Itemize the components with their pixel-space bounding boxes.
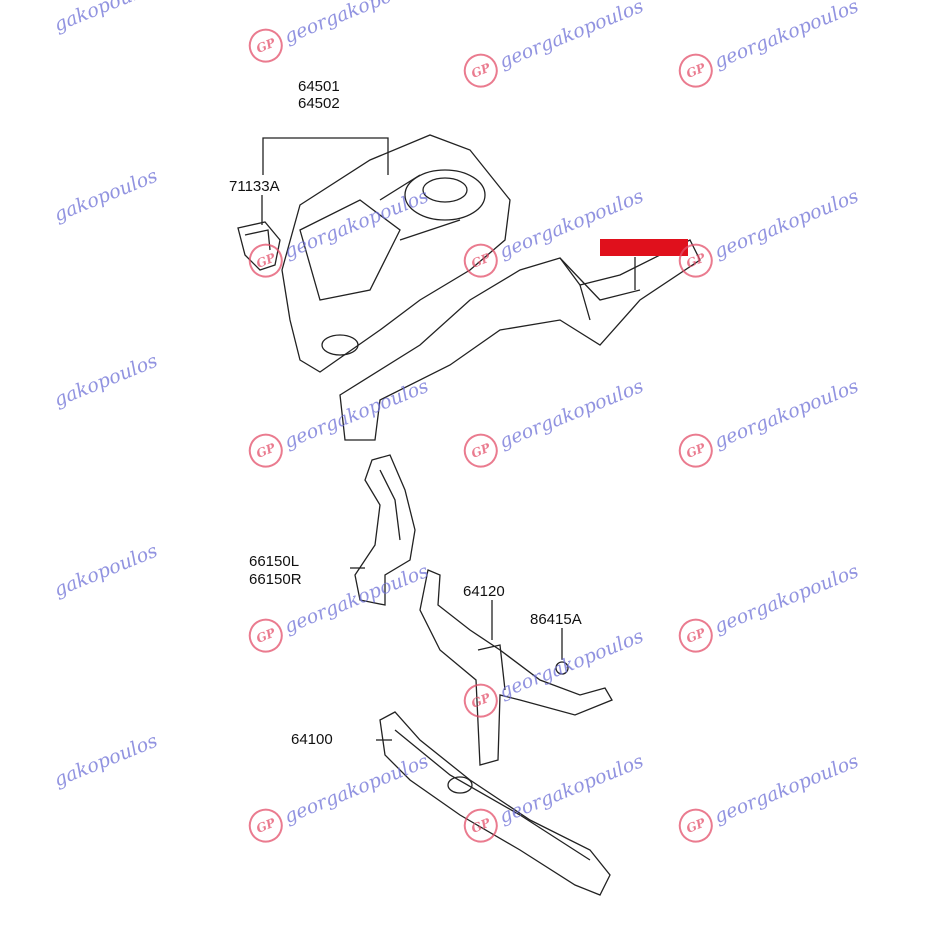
- part-66150: [354, 454, 416, 606]
- label-64501: 64501: [298, 78, 340, 95]
- leader-lines: [261, 137, 636, 741]
- label-71133A: 71133A: [229, 178, 280, 195]
- part-64100: [379, 711, 611, 896]
- highlight-bar: [600, 239, 688, 256]
- label-64100: 64100: [291, 731, 333, 748]
- part-side-member: [339, 239, 701, 441]
- label-64120: 64120: [463, 583, 505, 600]
- part-bracket: [237, 221, 281, 271]
- part-fender-apron: [281, 134, 511, 373]
- label-66150R: 66150R: [249, 571, 302, 588]
- part-64120: [419, 569, 613, 766]
- label-64502: 64502: [298, 95, 340, 112]
- label-66150L: 66150L: [249, 553, 300, 570]
- part-86415A-clip: [555, 661, 569, 675]
- label-86415A: 86415A: [530, 611, 582, 628]
